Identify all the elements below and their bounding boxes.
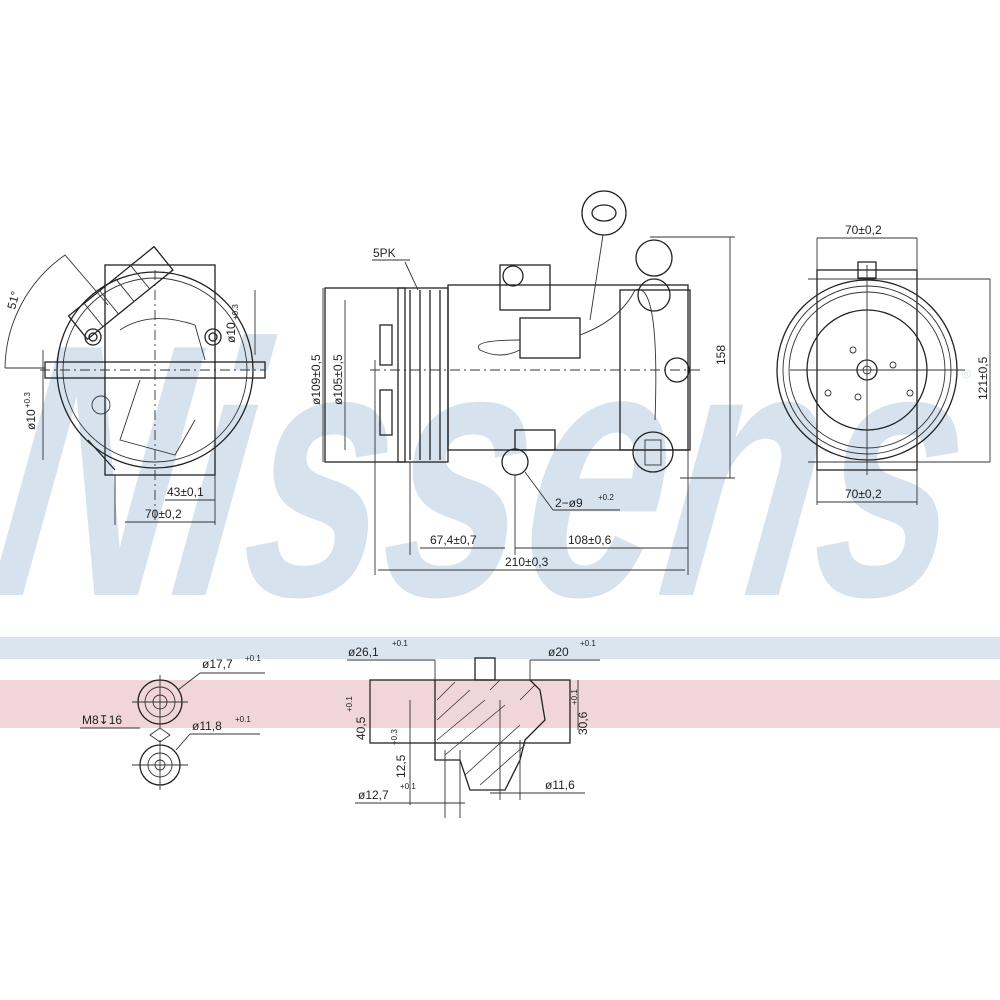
h-40-tol: +0.1 [345, 696, 354, 712]
dia-11-label: ø11,8 [192, 719, 222, 733]
dim-108-label: 108±0,6 [568, 533, 612, 547]
fitting-section: ø26,1 +0.1 ø20 +0.1 40,5 +0.1 12,5 +0.3 … [345, 639, 600, 818]
dia-26-tol: +0.1 [392, 639, 408, 648]
h-30-label: 30,6 [576, 711, 590, 735]
side-view: 5PK ø109±0,5 ø105±0,5 158 2−ø9 +0.2 67,4… [309, 190, 735, 575]
thread-label: M8↧16 [82, 713, 122, 727]
dia-116-label: ø11,6 [545, 778, 575, 792]
mount-dia-upper-tol: +0.3 [231, 304, 240, 320]
registered-mark: ® [962, 367, 971, 381]
dia-12-label: ø12,7 [358, 788, 389, 802]
left-view: 51° ø10 +0.3 ø10 +0.3 43±0,1 70±0,2 [4, 245, 266, 525]
holes-label: 2−ø9 [555, 496, 583, 510]
dia-12-tol: +0.1 [400, 782, 416, 791]
mount-dia-lower-label: ø10 [24, 409, 38, 430]
fitting-top-view: ø17,7 +0.1 M8↧16 ø11,8 +0.1 [80, 654, 265, 790]
pulley-inner-dia-label: ø105±0,5 [331, 354, 345, 405]
dia-20-tol: +0.1 [580, 639, 596, 648]
h-30-tol: +0.1 [570, 689, 579, 705]
blue-band [0, 637, 1000, 659]
bottom-width-label: 70±0,2 [845, 487, 882, 501]
front-view: 70±0,2 70±0,2 121±0,5 [776, 223, 991, 505]
top-width-label: 70±0,2 [845, 223, 882, 237]
h-12-tol: +0.3 [390, 729, 399, 745]
dia-20-label: ø20 [548, 645, 569, 659]
hole-spacing-label: 121±0,5 [976, 356, 990, 400]
angle-label: 51° [4, 289, 22, 310]
holes-tol: +0.2 [598, 493, 614, 502]
mount-dia-upper-label: ø10 [224, 322, 238, 343]
dim-210-label: 210±0,3 [505, 555, 549, 569]
height-label: 158 [714, 345, 728, 365]
h-40-label: 40,5 [354, 716, 368, 740]
width-43-label: 43±0,1 [167, 485, 204, 499]
belt-label: 5PK [373, 246, 396, 260]
dia-17-tol: +0.1 [245, 654, 261, 663]
dia-11-tol: +0.1 [235, 715, 251, 724]
pulley-outer-dia-label: ø109±0,5 [309, 354, 323, 405]
mount-dia-lower-tol: +0.3 [23, 392, 32, 408]
dia-26-label: ø26,1 [348, 645, 379, 659]
dim-67-label: 67,4±0,7 [430, 533, 477, 547]
dia-17-label: ø17,7 [202, 657, 233, 671]
width-70-label: 70±0,2 [145, 507, 182, 521]
h-12-label: 12,5 [394, 754, 408, 778]
